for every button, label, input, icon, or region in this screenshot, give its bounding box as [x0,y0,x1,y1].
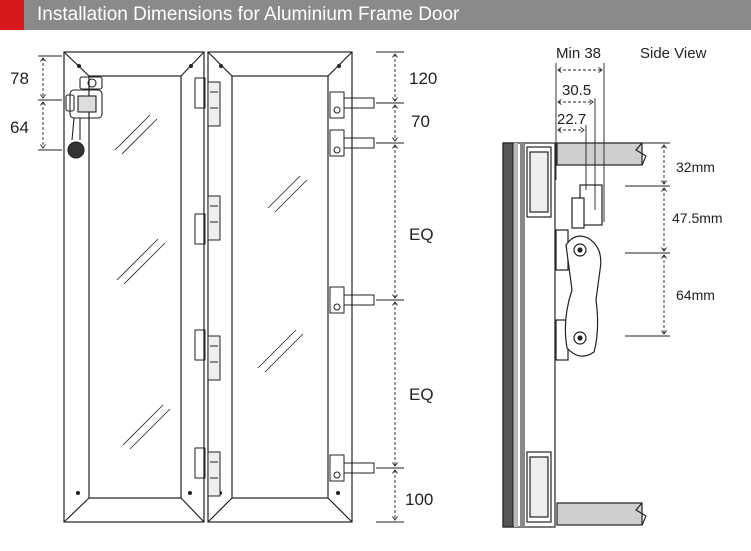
dim-right-eq-1: EQ [409,225,434,244]
edge-hinges [329,91,375,482]
front-right-dimensions [376,51,404,523]
side-top-dimensions [555,63,605,222]
door-leaf-right [207,51,353,523]
dim-min-38: Min 38 [556,45,601,62]
front-view [63,51,375,523]
page-title: Installation Dimensions for Aluminium Fr… [37,4,460,25]
dim-right-100: 100 [405,490,433,509]
side-right-dimensions [622,142,670,337]
installation-drawing: 78 64 120 70 EQ EQ 100 [10,45,723,528]
side-view-title: Side View [640,45,707,62]
dim-30-5: 30.5 [562,82,591,99]
header-bar: Installation Dimensions for Aluminium Fr… [0,0,751,30]
dim-32mm: 32mm [676,159,715,175]
door-leaf-left [63,51,205,523]
dim-left-top: 78 [10,69,29,88]
door-closer-mechanism [65,76,103,159]
dim-left-bottom: 64 [10,118,29,137]
dim-right-eq-2: EQ [409,385,434,404]
center-hinges [194,77,221,497]
dim-64mm: 64mm [676,287,715,303]
dim-22-7: 22.7 [557,111,586,128]
dim-right-70: 70 [411,112,430,131]
header-accent-block [0,0,24,30]
side-view [502,142,647,528]
dim-right-120: 120 [409,69,437,88]
front-left-dimensions [38,55,62,151]
dim-47-5mm: 47.5mm [672,210,723,226]
